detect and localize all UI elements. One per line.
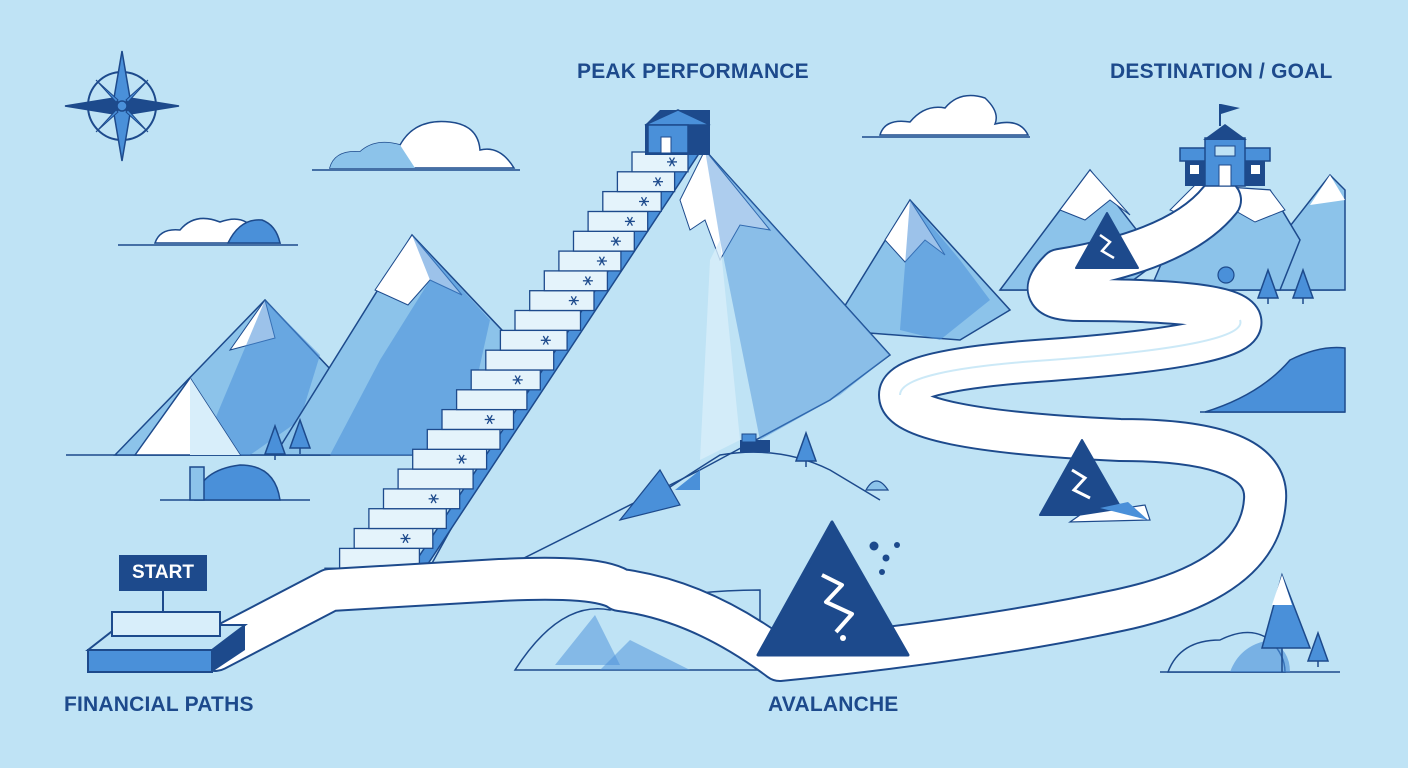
stair-step <box>514 309 582 331</box>
stair-step <box>572 230 635 252</box>
stair-step <box>426 428 501 450</box>
stair-step <box>587 210 649 232</box>
stair-step <box>382 488 461 510</box>
stair-step <box>543 270 609 292</box>
stair-step <box>470 369 541 391</box>
start-sign: START <box>119 555 207 591</box>
right-hills <box>1166 572 1329 673</box>
flag-icon <box>1219 104 1240 126</box>
compass-icon <box>64 50 180 162</box>
stair-step <box>558 250 622 272</box>
schoolhouse-icon <box>1179 124 1271 187</box>
stair-step <box>353 527 434 549</box>
cloud-icon-left <box>118 217 298 246</box>
avalanche-warning-icon-mid <box>1039 439 1151 523</box>
cabin-icon <box>644 109 711 155</box>
stair-step <box>368 508 447 530</box>
left-mountains <box>113 233 536 501</box>
avalanche-warning-icon <box>756 520 910 657</box>
avalanche-label: AVALANCHE <box>768 693 899 716</box>
stair-step <box>499 329 568 351</box>
central-mountain <box>418 149 892 587</box>
stair-step <box>397 468 474 490</box>
avalanche-warning-icon-top <box>1075 212 1139 269</box>
cloud-icon <box>312 120 520 171</box>
stair-step <box>412 448 488 470</box>
financial-paths-label: FINANCIAL PATHS <box>64 693 254 716</box>
start-platform <box>85 591 248 673</box>
stair-step <box>529 290 595 312</box>
stair-step <box>441 408 515 431</box>
stair-step <box>616 171 676 193</box>
destination-label: DESTINATION / GOAL <box>1110 60 1333 83</box>
stair-step <box>602 190 662 213</box>
stair-step <box>455 389 528 411</box>
peak-label: PEAK PERFORMANCE <box>577 60 809 83</box>
stair-step <box>485 349 555 371</box>
cloud-icon-right <box>862 94 1030 138</box>
staircase <box>324 151 702 589</box>
